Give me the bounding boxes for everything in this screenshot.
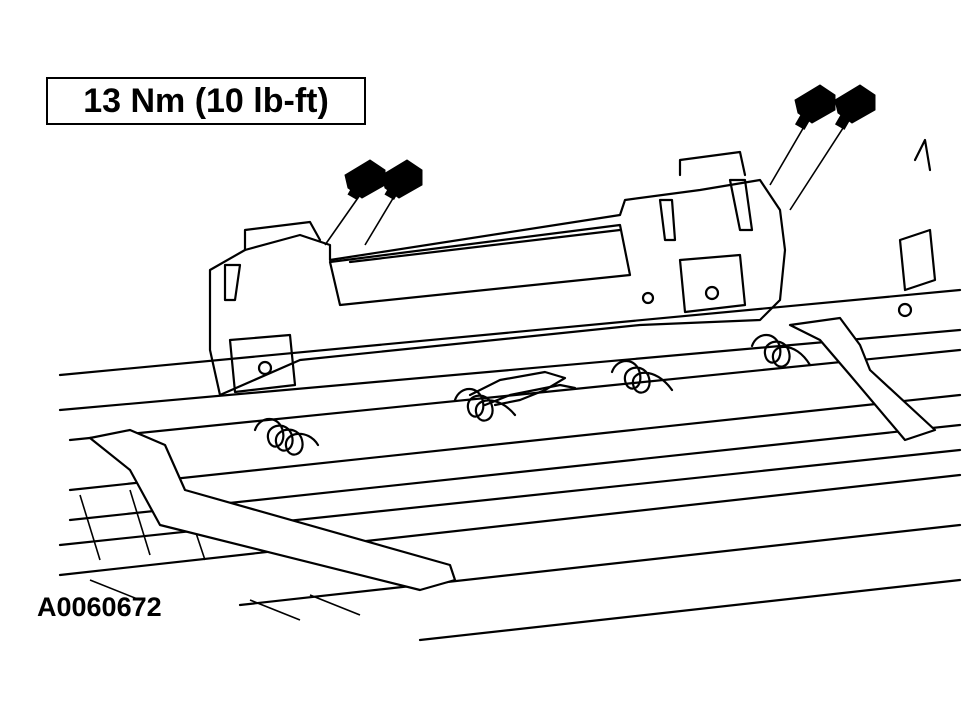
bolt-icon [381,159,423,200]
crossmember-bracket [58,138,962,442]
bolt-group-left [324,159,423,246]
spring-icon [253,417,320,456]
heat-shield-strap [88,316,937,592]
spring-icon [453,387,517,422]
bolt-group-right [769,84,876,211]
bolt-icon [834,84,876,130]
figure-id-label: A0060672 [37,592,162,622]
spring-group [253,333,812,456]
torque-callout: 13 Nm (10 lb-ft) [46,77,366,125]
bolt-icon [794,84,836,130]
spring-icon [610,359,674,394]
spring-icon [750,333,812,368]
bolt-icon [344,159,386,200]
clip-icon [468,370,577,407]
